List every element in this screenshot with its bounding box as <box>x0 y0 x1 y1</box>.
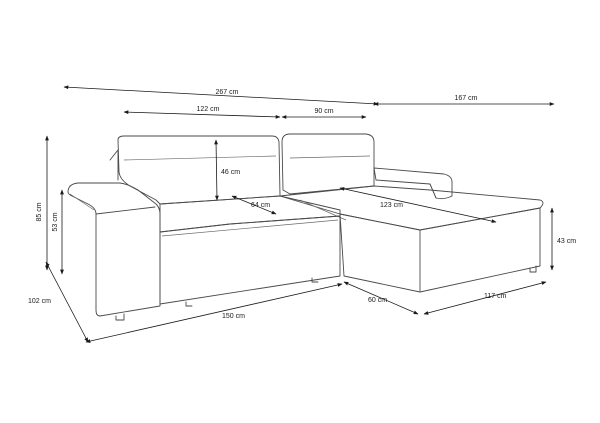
label-chaise-length: 123 cm <box>380 202 403 209</box>
label-total-width: 267 cm <box>216 89 239 96</box>
label-chaise-side: 117 cm <box>484 293 507 300</box>
label-total-height: 85 cm <box>36 202 43 221</box>
label-back-right: 90 cm <box>314 108 333 115</box>
label-arm-height: 53 cm <box>52 212 59 231</box>
label-chaise-width: 167 cm <box>455 95 478 102</box>
label-chaise-front: 60 cm <box>368 297 387 304</box>
label-seat-depth: 64 cm <box>251 202 270 209</box>
back-cushion-right <box>281 133 375 195</box>
left-armrest <box>67 182 161 317</box>
dimension-lines <box>45 85 555 343</box>
label-seat-height: 43 cm <box>557 238 576 245</box>
label-back-left: 122 cm <box>197 106 220 113</box>
label-front-width: 150 cm <box>222 313 245 320</box>
seat-cushion-right <box>279 185 544 231</box>
label-total-depth: 102 cm <box>28 298 51 305</box>
right-armrest <box>373 167 453 200</box>
chaise-side <box>419 207 541 293</box>
back-cushion-left <box>117 135 281 205</box>
chaise-body <box>339 213 421 293</box>
label-back-height: 46 cm <box>221 169 240 176</box>
seat-cushion-left <box>159 195 341 233</box>
dimension-labels: 267 cm 167 cm 122 cm 90 cm 46 cm 64 cm 1… <box>28 89 576 320</box>
